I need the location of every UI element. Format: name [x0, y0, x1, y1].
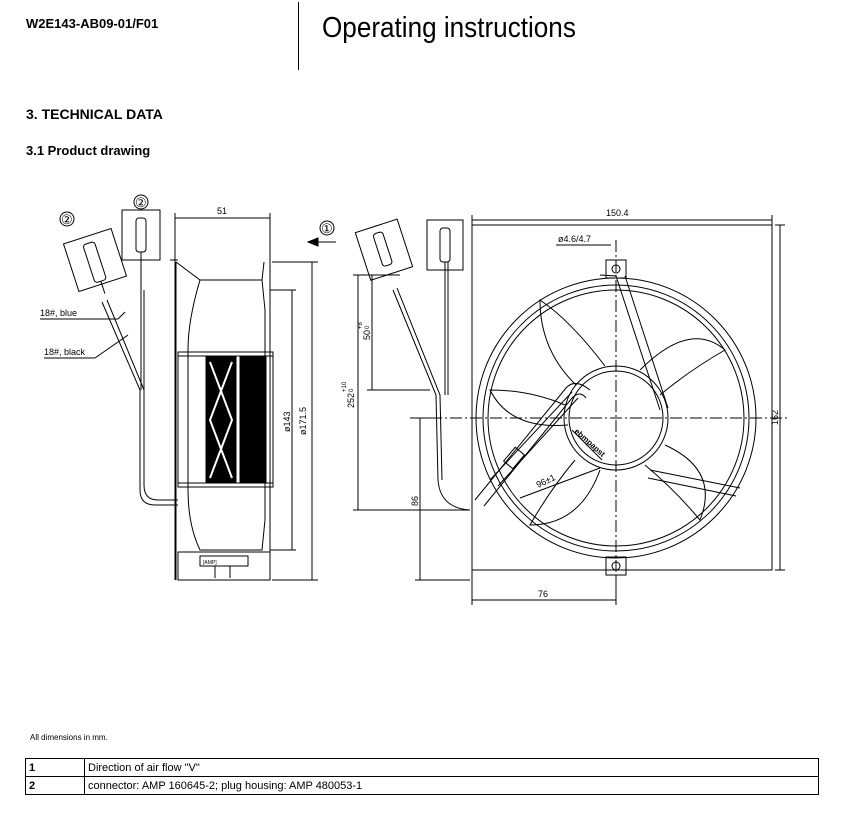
dim-cable-tolerance-lower: 0 — [349, 388, 355, 392]
callout-1 — [319, 220, 335, 236]
front-connectors — [354, 218, 471, 511]
callout-2-left-b — [133, 194, 149, 210]
dim-depth: 51 — [217, 206, 227, 216]
dim-height: 162 — [770, 410, 780, 425]
callout-2-left-a-text: ② — [61, 212, 73, 227]
wire-label-blue: 18#, blue — [40, 308, 77, 318]
dim-hole: ø4.6/4.7 — [558, 234, 591, 244]
callout-1-text: ① — [321, 221, 333, 236]
dim-width: 150.4 — [606, 208, 629, 218]
airflow-arrow — [306, 237, 336, 247]
header-divider — [298, 2, 299, 70]
dim-cable-length: 252 — [346, 393, 356, 408]
connector-marking: [AMP] — [203, 560, 217, 566]
dim-strip-tolerance-upper: +8 — [358, 321, 364, 329]
hub-brand-label: ebmpapst — [573, 427, 607, 459]
callout-2-left-a — [59, 211, 75, 227]
dim-cable-tolerance-upper: +10 — [342, 381, 348, 392]
table-row: 1 Direction of air flow "V" — [25, 758, 819, 777]
fan-front-view — [353, 215, 790, 605]
product-code: W2E143-AB09-01/F01 — [26, 16, 159, 31]
dim-inner-diameter: ø143 — [282, 411, 292, 432]
subsection-title: 3.1 Product drawing — [26, 143, 151, 158]
section-title: 3. TECHNICAL DATA — [26, 106, 163, 122]
wire-label-black: 18#, black — [44, 347, 86, 357]
dimensions-note: All dimensions in mm. — [30, 733, 108, 742]
legend-table: 1 Direction of air flow "V" 2 connector:… — [25, 758, 819, 795]
dim-86: 86 — [410, 496, 420, 506]
left-connectors — [40, 209, 178, 506]
dim-strip-length: 50 — [362, 330, 372, 340]
legend-text: Direction of air flow "V" — [84, 758, 819, 777]
legend-number: 1 — [25, 758, 85, 777]
table-row: 2 connector: AMP 160645-2; plug housing:… — [25, 776, 819, 795]
page-title: Operating instructions — [322, 12, 576, 44]
fan-side-view — [170, 213, 318, 581]
legend-number: 2 — [25, 776, 85, 795]
callout-2-left-b-text: ② — [135, 195, 147, 210]
product-drawing: ② ② 18#, blue 18#, black — [40, 194, 790, 605]
dim-outer-diameter: ø171.5 — [298, 407, 308, 435]
dim-strip-tolerance-lower: 0 — [365, 325, 371, 329]
legend-text: connector: AMP 160645-2; plug housing: A… — [84, 776, 819, 795]
dim-76: 76 — [538, 589, 548, 599]
